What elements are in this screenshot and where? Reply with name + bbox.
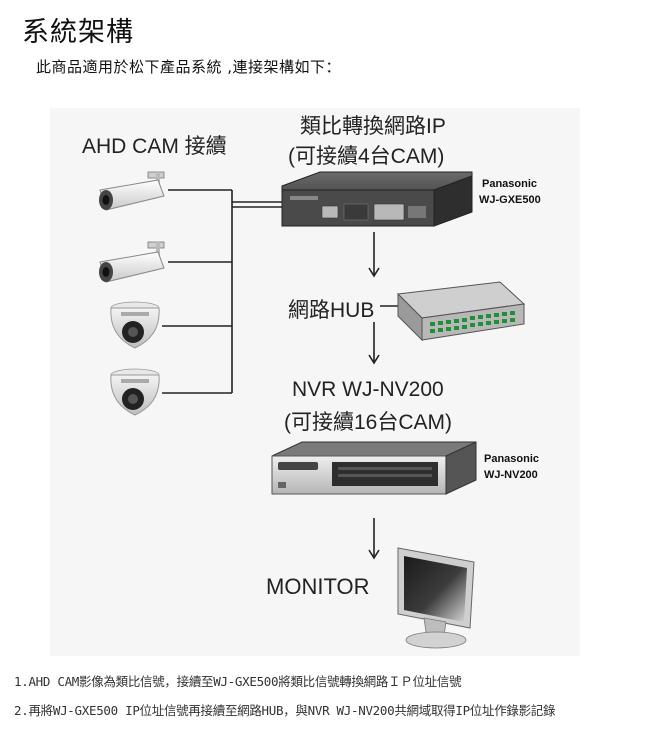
monitor-icon [397, 547, 475, 649]
camera-bus-lines [162, 189, 282, 394]
hub-label: 網路HUB [288, 299, 375, 322]
note-1: 1.AHD CAM影像為類比信號，接續至WJ-GXE500將類比信號轉換網路ＩＰ… [14, 674, 462, 689]
arrow-down-icon [368, 232, 380, 278]
arrow-down-icon [368, 322, 380, 365]
ahd-cam-label: AHD CAM 接續 [82, 135, 227, 158]
converter-device-icon [281, 171, 473, 227]
nvr-brand: Panasonic [484, 453, 540, 465]
dome-camera-icon [110, 301, 160, 349]
nvr-capacity: (可接續16台CAM) [284, 411, 453, 434]
converter-title: 類比轉換網路IP [300, 115, 446, 138]
converter-model: WJ-GXE500 [479, 194, 541, 206]
nvr-device-icon [271, 441, 477, 495]
dome-camera-icon [110, 368, 160, 416]
network-hub-icon [396, 281, 526, 342]
note-2: 2.再將WJ-GXE500 IP位址信號再接續至網路HUB，與NVR WJ-NV… [14, 703, 556, 718]
bullet-camera-icon [99, 171, 165, 211]
page-title: 系統架構 [22, 17, 134, 48]
converter-capacity: (可接續4台CAM) [288, 145, 445, 168]
monitor-label: MONITOR [266, 574, 370, 599]
nvr-title: NVR WJ-NV200 [292, 378, 444, 401]
page-subtitle: 此商品適用於松下產品系統 ,連接架構如下： [36, 58, 342, 76]
bullet-camera-icon [99, 241, 165, 283]
converter-brand: Panasonic [482, 178, 538, 190]
nvr-model: WJ-NV200 [484, 469, 538, 481]
arrow-down-icon [368, 518, 380, 560]
